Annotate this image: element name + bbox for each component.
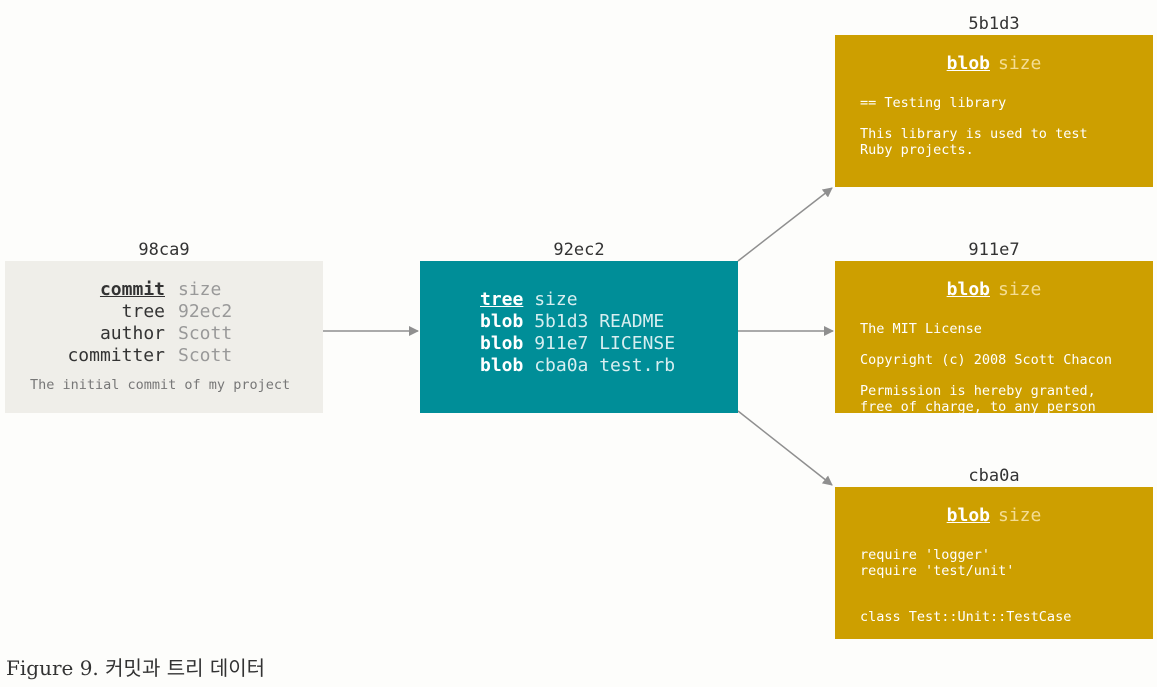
commit-author-label: author bbox=[99, 323, 165, 344]
blob-hash-cba0a: cba0a bbox=[968, 466, 1020, 486]
blob-hash-5b1d3: 5b1d3 bbox=[968, 14, 1020, 34]
tree-entries: tree size blob 5b1d3 README blob 911e7 L… bbox=[480, 289, 675, 377]
blob-size-label: size bbox=[998, 53, 1042, 74]
commit-message: The initial commit of my project bbox=[30, 377, 291, 393]
commit-tree-label: tree bbox=[121, 301, 165, 322]
commit-size-value: size bbox=[178, 279, 222, 300]
figure-caption: Figure 9. 커밋과 트리 데이터 bbox=[6, 656, 266, 680]
blob-content-line: The MIT License bbox=[860, 321, 982, 337]
tree-entry-type: blob bbox=[480, 333, 524, 354]
blob-content-line: This library is used to test bbox=[860, 126, 1088, 142]
blob-type-label: blob bbox=[946, 53, 990, 74]
blob-object-5b1d3: blob size == Testing library This library… bbox=[835, 35, 1153, 187]
commit-type-label: commit bbox=[99, 279, 165, 300]
tree-type-label: tree bbox=[480, 289, 524, 310]
tree-hash: 92ec2 bbox=[553, 240, 605, 260]
blob-size-label: size bbox=[998, 279, 1042, 300]
tree-entry: tree size bbox=[480, 289, 675, 311]
blob-hash-911e7: 911e7 bbox=[968, 240, 1020, 260]
commit-committer-label: committer bbox=[67, 345, 165, 366]
tree-entry-value: 911e7 LICENSE bbox=[534, 333, 676, 354]
blob-header: blob size bbox=[835, 279, 1153, 300]
commit-hash: 98ca9 bbox=[138, 240, 190, 260]
commit-row: author Scott bbox=[55, 323, 232, 345]
blob-content-line: require 'test/unit' bbox=[860, 563, 1015, 579]
tree-entry: blob cba0a test.rb bbox=[480, 355, 675, 377]
blob-content-line: class Test::Unit::TestCase bbox=[860, 609, 1072, 625]
commit-row: tree 92ec2 bbox=[55, 301, 233, 323]
blob-content-line: free of charge, to any person bbox=[860, 399, 1096, 413]
blob-content-line: require 'logger' bbox=[860, 547, 991, 563]
tree-entry: blob 5b1d3 README bbox=[480, 311, 675, 333]
commit-row: committer Scott bbox=[55, 345, 232, 367]
blob-size-label: size bbox=[998, 505, 1042, 526]
blob-type-label: blob bbox=[946, 279, 990, 300]
blob-object-cba0a: blob size require 'logger' require 'test/… bbox=[835, 487, 1153, 639]
commit-fields: commit size tree 92ec2 author Scott comm… bbox=[55, 279, 232, 367]
blob-header: blob size bbox=[835, 505, 1153, 526]
blob-content-line: Copyright (c) 2008 Scott Chacon bbox=[860, 352, 1112, 368]
blob-content-line: == Testing library bbox=[860, 95, 1007, 111]
blob-object-911e7: blob size The MIT License Copyright (c) 2… bbox=[835, 261, 1153, 413]
tree-entry-type: blob bbox=[480, 355, 524, 376]
commit-author-value: Scott bbox=[178, 323, 233, 344]
tree-size-value: size bbox=[534, 289, 578, 310]
arrow-tree-to-blob-5b1d3 bbox=[737, 187, 833, 262]
tree-object: tree size blob 5b1d3 README blob 911e7 L… bbox=[420, 261, 738, 413]
blob-content-line: Ruby projects. bbox=[860, 142, 974, 158]
tree-entry-type: blob bbox=[480, 311, 524, 332]
commit-committer-value: Scott bbox=[178, 345, 233, 366]
commit-row: commit size bbox=[55, 279, 232, 301]
blob-type-label: blob bbox=[946, 505, 990, 526]
tree-entry-value: 5b1d3 README bbox=[534, 311, 665, 332]
tree-entry-value: cba0a test.rb bbox=[534, 355, 676, 376]
blob-content-line: Permission is hereby granted, bbox=[860, 383, 1096, 399]
commit-object: commit size tree 92ec2 author Scott comm… bbox=[5, 261, 323, 413]
arrow-tree-to-blob-cba0a bbox=[737, 410, 833, 486]
tree-entry: blob 911e7 LICENSE bbox=[480, 333, 675, 355]
commit-tree-value: 92ec2 bbox=[178, 301, 233, 322]
blob-header: blob size bbox=[835, 53, 1153, 74]
